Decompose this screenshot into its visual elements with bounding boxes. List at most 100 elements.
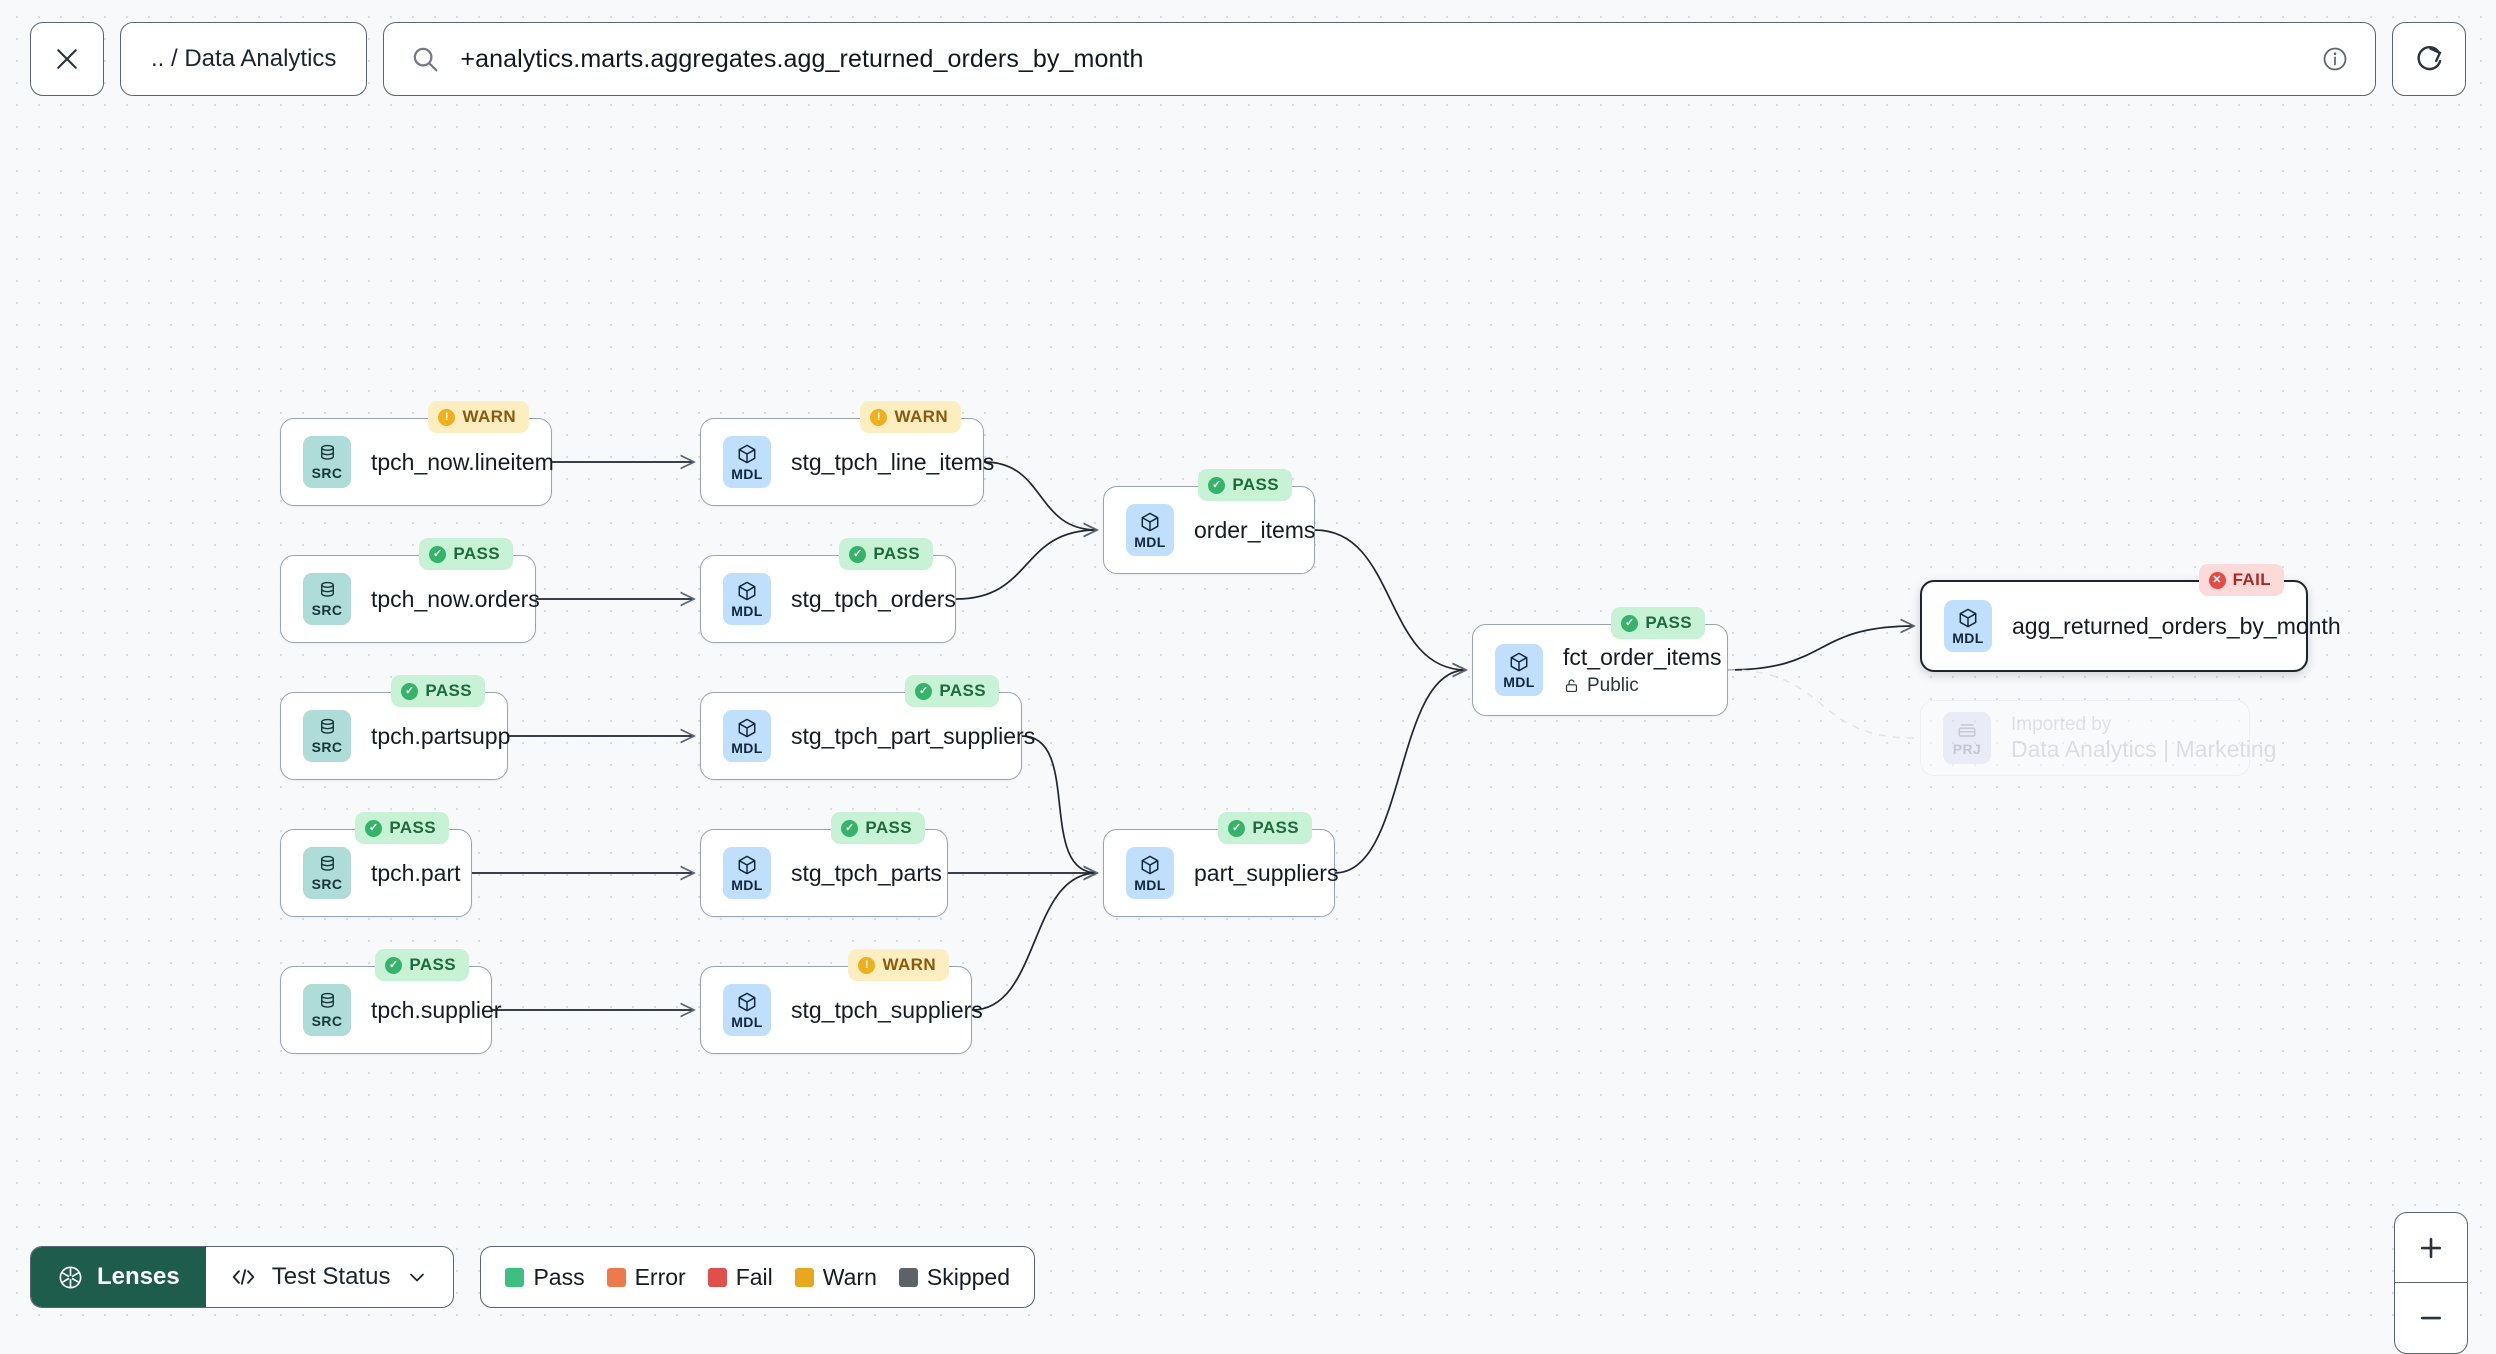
cube-icon xyxy=(736,854,758,876)
legend-label: Warn xyxy=(823,1264,877,1291)
node-status-badge[interactable]: !WARN xyxy=(848,949,949,981)
status-legend: Pass Error Fail Warn Skipped xyxy=(480,1246,1035,1308)
top-toolbar: .. / Data Analytics +analytics.marts.agg… xyxy=(0,0,2496,118)
node-status-badge[interactable]: ✓ PASS xyxy=(1611,607,1705,639)
legend-item[interactable]: Error xyxy=(607,1264,686,1291)
node-status-label: PASS xyxy=(453,544,500,564)
breadcrumb[interactable]: .. / Data Analytics xyxy=(120,22,367,96)
node-status-badge[interactable]: ✓ PASS xyxy=(1198,469,1292,501)
cube-icon xyxy=(736,443,758,465)
legend-label: Error xyxy=(635,1264,686,1291)
node-status-badge[interactable]: ✓PASS xyxy=(1218,812,1312,844)
legend-item[interactable]: Fail xyxy=(708,1264,773,1291)
legend-item[interactable]: Skipped xyxy=(899,1264,1010,1291)
node-text: order_items xyxy=(1194,517,1315,544)
node-label: fct_order_items xyxy=(1563,644,1722,671)
node-type-label: MDL xyxy=(1503,674,1535,690)
node-type-icon: SRC xyxy=(303,710,351,762)
legend-label: Fail xyxy=(736,1264,773,1291)
node-text: agg_returned_orders_by_month xyxy=(2012,613,2341,640)
node-status-badge[interactable]: ✓PASS xyxy=(831,812,925,844)
status-dot-icon: ✓ xyxy=(849,546,866,563)
node-type-icon: MDL xyxy=(1495,644,1543,696)
legend-item[interactable]: Pass xyxy=(505,1264,584,1291)
node-type-label: MDL xyxy=(731,877,763,893)
unlock-icon xyxy=(1563,677,1580,694)
node-label: stg_tpch_parts xyxy=(791,860,942,887)
node-type-label: SRC xyxy=(312,876,343,892)
node-type-icon: SRC xyxy=(303,436,351,488)
node-type-icon: SRC xyxy=(303,573,351,625)
info-icon[interactable] xyxy=(2321,45,2349,73)
lenses-button[interactable]: Lenses xyxy=(31,1247,206,1307)
search-input[interactable]: +analytics.marts.aggregates.agg_returned… xyxy=(383,22,2376,96)
node-type-icon: MDL xyxy=(723,847,771,899)
node-type-label: SRC xyxy=(312,602,343,618)
node-label: agg_returned_orders_by_month xyxy=(2012,613,2341,640)
node-label: part_suppliers xyxy=(1194,860,1338,887)
status-dot-icon: ✓ xyxy=(1621,615,1638,632)
node-subtitle-label: Public xyxy=(1587,675,1639,697)
database-icon xyxy=(317,854,338,875)
node-status-badge[interactable]: ✕FAIL xyxy=(2199,564,2284,596)
node-type-icon: MDL xyxy=(1126,847,1174,899)
status-dot-icon: ✓ xyxy=(429,546,446,563)
node-label: stg_tpch_suppliers xyxy=(791,997,983,1024)
node-text: stg_tpch_part_suppliers xyxy=(791,723,1035,750)
chevron-down-icon xyxy=(405,1265,429,1289)
node-type-icon: MDL xyxy=(723,710,771,762)
node-status-label: PASS xyxy=(1232,475,1279,495)
status-dot-icon: ! xyxy=(870,409,887,426)
node-status-badge[interactable]: ✓PASS xyxy=(355,812,449,844)
legend-swatch-icon xyxy=(795,1268,814,1287)
close-button[interactable] xyxy=(30,22,104,96)
database-icon xyxy=(317,717,338,738)
legend-label: Skipped xyxy=(927,1264,1010,1291)
node-type-icon: MDL xyxy=(723,984,771,1036)
node-status-badge[interactable]: !WARN xyxy=(428,401,529,433)
node-type-icon: SRC xyxy=(303,984,351,1036)
node-text: stg_tpch_suppliers xyxy=(791,997,983,1024)
node-type-label: MDL xyxy=(731,466,763,482)
node-status-badge[interactable]: ✓ PASS xyxy=(419,538,513,570)
node-label: tpch.part xyxy=(371,860,461,887)
node-status-label: PASS xyxy=(389,818,436,838)
node-status-badge[interactable]: ✓PASS xyxy=(839,538,933,570)
zoom-out-button[interactable] xyxy=(2395,1283,2467,1353)
breadcrumb-label: .. / Data Analytics xyxy=(151,45,336,73)
zoom-in-button[interactable] xyxy=(2395,1213,2467,1283)
status-dot-icon: ✓ xyxy=(385,957,402,974)
node-status-badge[interactable]: ✓PASS xyxy=(375,949,469,981)
database-icon xyxy=(317,580,338,601)
status-dot-icon: ✓ xyxy=(1208,477,1225,494)
node-status-badge[interactable]: !WARN xyxy=(860,401,961,433)
node-status-badge[interactable]: ✓PASS xyxy=(391,675,485,707)
legend-swatch-icon xyxy=(505,1268,524,1287)
node-status-label: PASS xyxy=(1645,613,1692,633)
test-status-label: Test Status xyxy=(272,1263,391,1291)
node-status-label: FAIL xyxy=(2233,570,2271,590)
node-status-badge[interactable]: ✓PASS xyxy=(905,675,999,707)
node-label: tpch_now.lineitem xyxy=(371,449,554,476)
test-status-dropdown[interactable]: Test Status xyxy=(206,1247,454,1307)
legend-item[interactable]: Warn xyxy=(795,1264,877,1291)
node-text: tpch.part xyxy=(371,860,461,887)
node-text: stg_tpch_orders xyxy=(791,586,956,613)
node-type-label: MDL xyxy=(731,1014,763,1030)
refresh-button[interactable] xyxy=(2392,22,2466,96)
